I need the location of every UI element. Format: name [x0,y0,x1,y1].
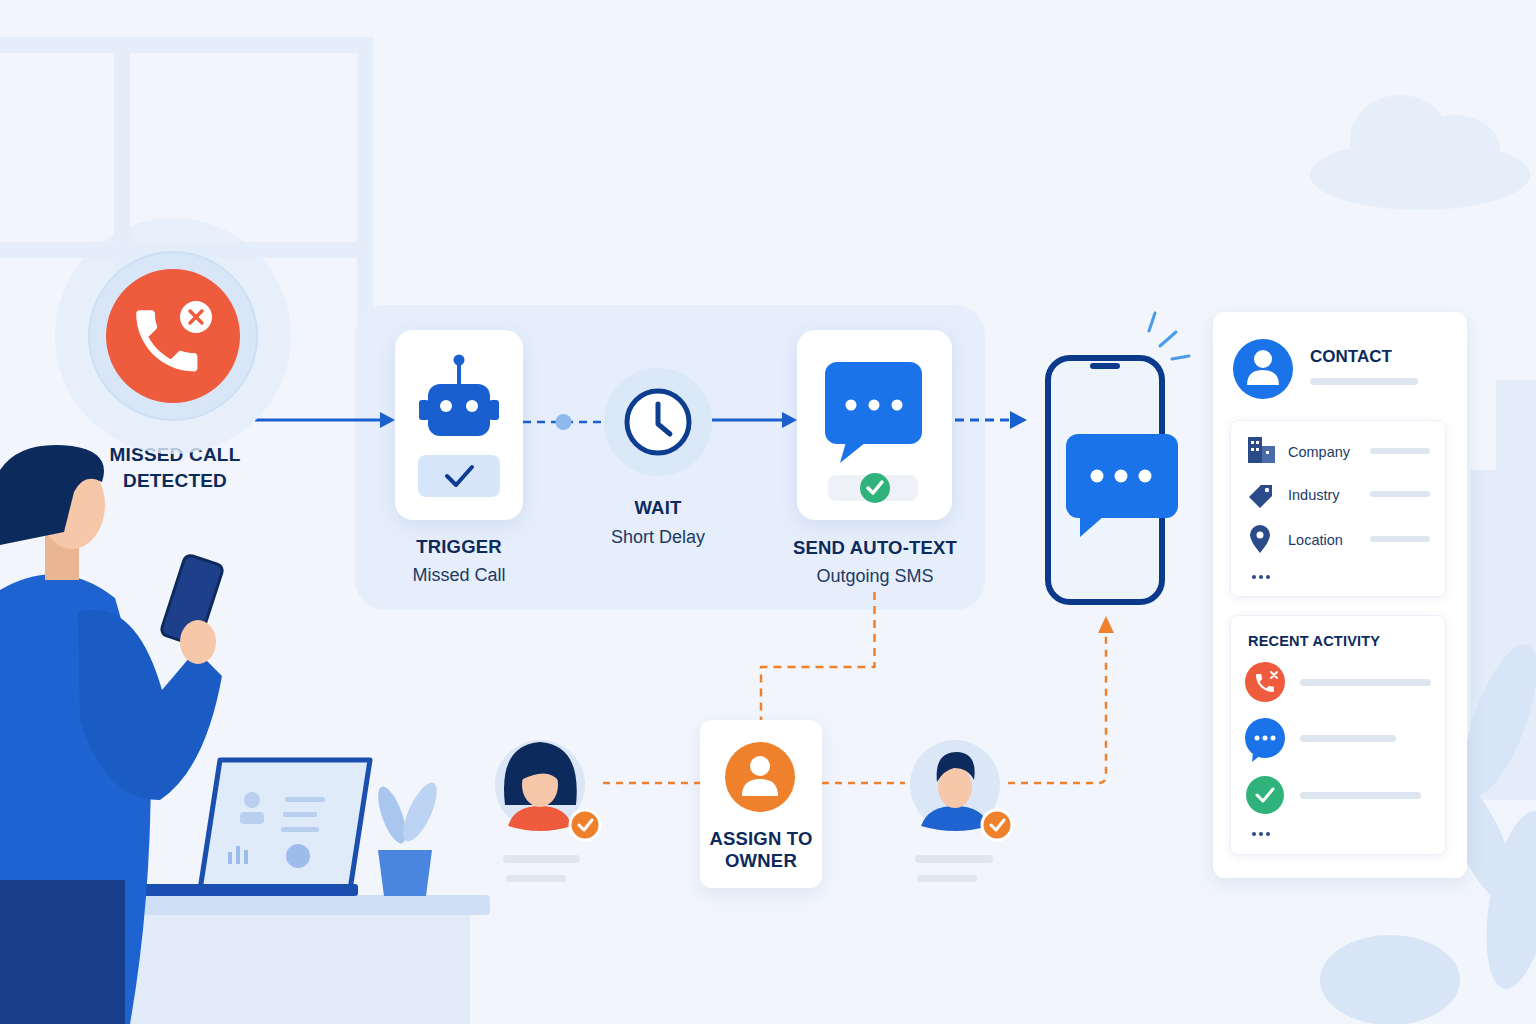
city-silhouette [1470,380,1536,800]
arrow-head [1098,616,1114,633]
activity-panel: RECENT ACTIVITY [1230,615,1446,855]
step-subtitle: Outgoing SMS [755,565,995,587]
connector-dot [556,414,572,430]
woman-avatar [495,740,600,882]
to-phone-arrow [955,411,1027,429]
connector-line [712,419,785,422]
laptop [128,760,370,896]
owner-lines [603,634,1106,783]
contact-details: CompanyIndustryLocation [1230,420,1446,597]
flow-connector [255,412,395,428]
flow-connector [523,414,604,430]
step-card [395,330,523,520]
step-circle [604,368,712,476]
contact-card: CONTACT CompanyIndustryLocationRECENT ACT… [1213,312,1467,878]
field-name: Company [1288,442,1383,462]
wait-step: WAITShort Delay [604,368,712,553]
man-avatar [910,740,1012,882]
flow-connector [761,592,875,720]
step-title: WAIT [558,497,758,519]
assign-step: ASSIGN TO OWNER [700,720,822,888]
step-title: ASSIGN TO OWNER [706,828,816,872]
step-title: TRIGGER [359,536,559,558]
potted-plant [372,778,443,896]
missed-call-icon [55,218,291,454]
step-subtitle: Missed Call [359,564,559,586]
arrow-head [782,412,797,428]
connector-line [255,419,383,422]
connector-line [523,421,604,424]
event-label: MISSED CALL DETECTED [95,442,255,494]
field-name: Industry [1288,485,1383,505]
step-card [797,330,952,520]
cloud [1310,95,1530,210]
person-with-phone [0,445,224,1024]
connector-line [761,592,875,720]
step-title: SEND AUTO-TEXT [755,537,995,559]
event-node: MISSED CALL DETECTED [95,265,255,497]
section-title: RECENT ACTIVITY [1248,631,1438,651]
card-title: CONTACT [1310,346,1450,368]
desk [120,895,490,1024]
arrow-head [380,412,395,428]
window-frame [0,45,365,380]
flow-connector [712,412,797,428]
trigger-step: TRIGGERMissed Call [395,330,523,592]
step-subtitle: Short Delay [558,526,758,548]
field-name: Location [1288,530,1383,550]
smartphone [1048,313,1189,602]
send-step: SEND AUTO-TEXTOutgoing SMS [797,330,952,592]
workflow-band [355,305,985,610]
